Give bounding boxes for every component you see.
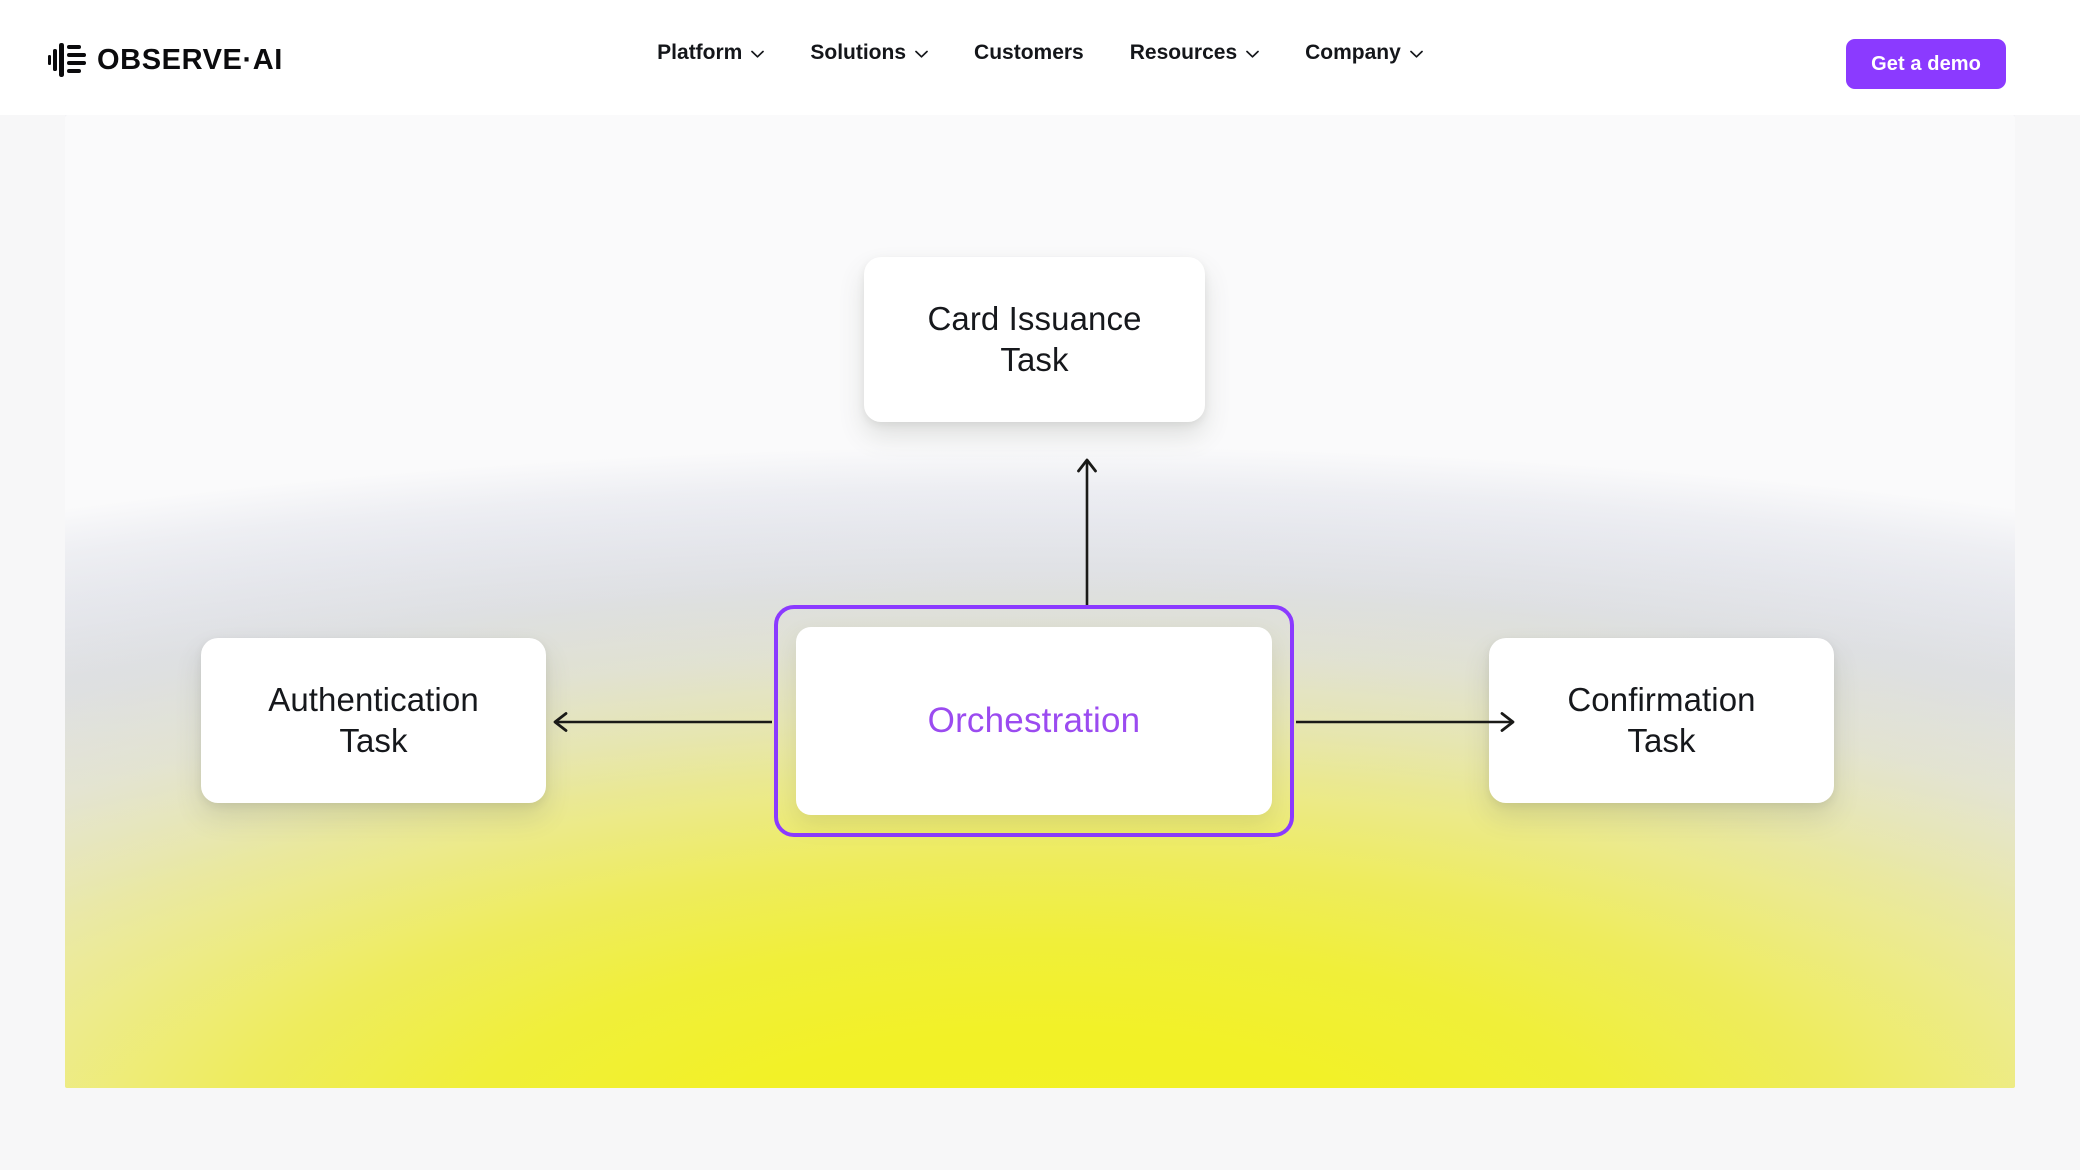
- nav-item-customers[interactable]: Customers: [974, 38, 1084, 67]
- nav-item-label: Platform: [657, 41, 743, 64]
- chevron-down-icon: [915, 50, 928, 58]
- chevron-down-icon: [1409, 50, 1423, 58]
- node-label-line1: Card Issuance: [927, 300, 1142, 338]
- node-label: Card Issuance Task: [927, 299, 1141, 380]
- arrow-left-icon: [550, 710, 772, 734]
- orchestration-inner-card: Orchestration: [796, 627, 1272, 815]
- nav-item-company[interactable]: Company: [1305, 38, 1423, 67]
- diagram-node-authentication[interactable]: Authentication Task: [201, 638, 546, 803]
- brand-logo[interactable]: OBSERVE·AI: [48, 40, 283, 80]
- nav-item-label: Solutions: [810, 41, 907, 64]
- get-a-demo-button[interactable]: Get a demo: [1846, 39, 2006, 89]
- chevron-down-icon: [1246, 50, 1259, 58]
- connector-center-to-authentication: [550, 710, 772, 734]
- node-label: Authentication Task: [268, 680, 479, 761]
- nav-item-platform[interactable]: Platform: [657, 38, 765, 67]
- connector-center-to-confirmation: [1296, 710, 1518, 734]
- node-label-line2: Task: [1000, 340, 1069, 378]
- node-label-line1: Authentication: [268, 681, 479, 719]
- nav-item-resources[interactable]: Resources: [1130, 38, 1259, 67]
- arrow-right-icon: [1296, 710, 1518, 734]
- node-label-line2: Task: [1627, 721, 1696, 759]
- diagram-node-card-issuance[interactable]: Card Issuance Task: [864, 257, 1205, 422]
- site-header: OBSERVE·AI Platform Solutions Customers …: [0, 0, 2080, 115]
- orchestration-diagram: Card Issuance Task Authentication Task C…: [65, 115, 2015, 1088]
- nav-item-label: Customers: [974, 41, 1084, 64]
- connector-center-to-card-issuance: [1075, 455, 1099, 605]
- nav-item-label: Company: [1305, 41, 1401, 64]
- nav-item-solutions[interactable]: Solutions: [810, 38, 928, 67]
- node-label-line2: Task: [339, 721, 408, 759]
- nav-item-label: Resources: [1129, 41, 1238, 64]
- diagram-node-confirmation[interactable]: Confirmation Task: [1489, 638, 1834, 803]
- node-label: Confirmation Task: [1567, 680, 1755, 761]
- primary-navigation: Platform Solutions Customers Resources: [0, 38, 2080, 67]
- orchestration-diagram-panel: Card Issuance Task Authentication Task C…: [65, 115, 2015, 1088]
- arrow-up-icon: [1075, 455, 1099, 605]
- observe-ai-waveform-logo-icon: [48, 43, 86, 77]
- node-label-line1: Confirmation: [1567, 681, 1756, 719]
- orchestration-label: Orchestration: [927, 701, 1141, 740]
- brand-wordmark: OBSERVE·AI: [97, 43, 283, 76]
- diagram-node-orchestration[interactable]: Orchestration: [774, 605, 1294, 837]
- chevron-down-icon: [751, 50, 765, 58]
